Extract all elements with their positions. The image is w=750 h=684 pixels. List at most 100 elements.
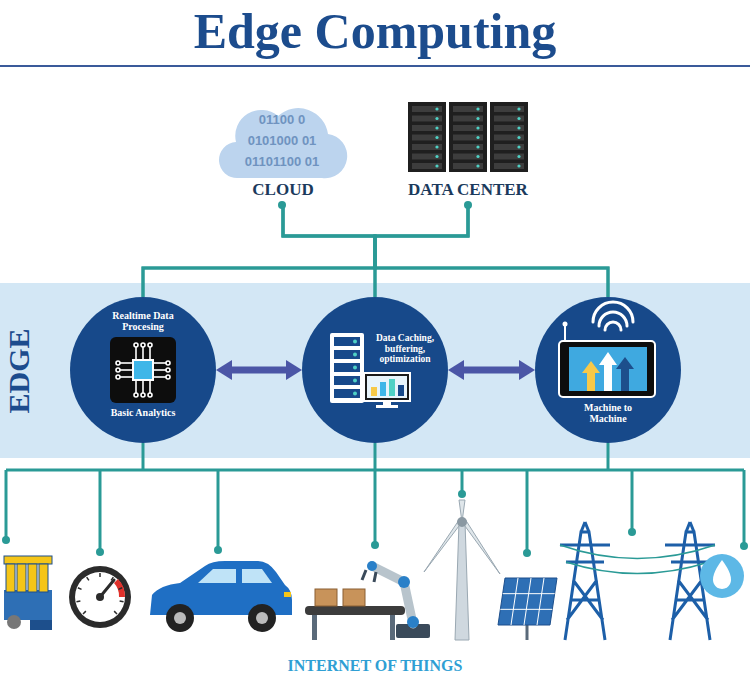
data-center-node-shape-part xyxy=(435,136,438,139)
car-icon-part xyxy=(150,561,292,615)
iot-wire-part xyxy=(743,470,746,546)
data-center-node-shape xyxy=(393,100,543,176)
data-center-node-shape-part xyxy=(412,116,442,122)
edge-circle-shape-part xyxy=(334,389,360,398)
data-center-node-shape-part xyxy=(435,126,438,129)
edge-circle-shape-part-part xyxy=(116,361,120,365)
power-pylon-icon xyxy=(560,522,715,640)
data-center-node-shape-part xyxy=(435,107,438,110)
water-icon xyxy=(700,554,744,598)
wind-turbine-icon-part xyxy=(455,522,469,640)
solar-panel-icon-part-part xyxy=(511,578,518,625)
data-center-node-shape-part xyxy=(408,102,446,172)
wind-turbine-icon-part xyxy=(462,519,500,574)
gauge-icon-part-part xyxy=(120,600,124,602)
edge-circle-shape-part xyxy=(569,347,647,391)
data-center-node-shape-part xyxy=(435,145,438,148)
data-center-node-shape-part xyxy=(494,135,524,141)
node-label: CLOUD xyxy=(218,180,348,199)
data-center-node-shape-part xyxy=(517,107,520,110)
edge-circle-shape-part xyxy=(398,385,404,396)
edge-circle-shape-part xyxy=(593,302,633,330)
car-icon-part xyxy=(256,612,268,624)
data-center-node-shape-part xyxy=(476,155,479,158)
data-center-node-shape-part xyxy=(435,164,438,167)
engine-icon-part xyxy=(39,564,48,592)
edge-circle-shape-part xyxy=(563,322,568,327)
edge-circle-shape-part-part xyxy=(153,376,166,378)
edge-circle-shape-part-part xyxy=(141,343,145,347)
edge-circle-shape-part-part xyxy=(153,362,166,364)
edge-circle-shape-part xyxy=(559,341,655,397)
data-center-node-shape-part xyxy=(494,116,524,122)
data-center-node-shape-part xyxy=(412,125,442,131)
edge-band-ground xyxy=(0,283,750,458)
edge-circle-shape-part xyxy=(383,401,391,405)
wind-turbine-icon xyxy=(424,500,500,640)
robot-arm-icon-part xyxy=(343,589,365,606)
iot-wire-part xyxy=(217,470,220,550)
edge-band: Realtime Data ProcesingBasic AnalyticsDa… xyxy=(0,283,750,458)
car-icon xyxy=(150,561,292,632)
edge-circle-shape-part xyxy=(389,379,395,396)
data-center-node-shape-part xyxy=(517,145,520,148)
solar-panel-icon xyxy=(498,578,557,640)
edge-circle-shape-part-part xyxy=(120,362,133,364)
water-icon-part xyxy=(713,560,731,589)
iot-wire-part xyxy=(5,470,8,540)
edge-circle-shape-part-part xyxy=(153,369,166,371)
edge-circle-shape-part-part xyxy=(134,343,138,347)
wind-turbine-icon-part xyxy=(424,520,462,572)
data-center-node-shape-part xyxy=(476,107,479,110)
edge-circle-shape-part xyxy=(334,350,360,359)
edge-circle-shape-part xyxy=(353,340,357,344)
robot-arm-icon-part xyxy=(367,561,377,571)
solar-panel-icon-part-part xyxy=(500,609,552,610)
tree-connector xyxy=(143,203,375,297)
edge-circle-shape-part-part xyxy=(134,393,138,397)
edge-circle-shape-part-part xyxy=(149,347,151,360)
edge-circle-shape-part-part xyxy=(120,376,133,378)
car-icon-part xyxy=(284,592,291,597)
data-center-node-shape-part xyxy=(412,163,442,169)
robot-arm-icon-part xyxy=(398,576,410,588)
edge-circle-shape-part-part xyxy=(120,369,133,371)
iot-wire-part xyxy=(142,443,145,470)
edge-circle-shape-part xyxy=(353,366,357,370)
data-center-node-shape-part xyxy=(412,144,442,150)
junction-dot xyxy=(278,201,472,209)
edge-circle-shape-part xyxy=(564,325,566,341)
power-pylon-icon-part xyxy=(560,522,610,640)
data-center-node-shape-part xyxy=(412,106,442,112)
gauge-icon-part xyxy=(69,566,131,628)
gauge-icon-part-part xyxy=(83,611,86,614)
data-center-node-shape-part xyxy=(453,106,483,112)
data-center-node-shape-part xyxy=(494,106,524,112)
robot-arm-icon-part xyxy=(362,570,376,582)
data-center-node-shape-part xyxy=(494,144,524,150)
edge-circle-shape-part-part xyxy=(166,368,170,372)
node-label: Realtime Data Procesing xyxy=(101,310,185,332)
band-title: EDGE xyxy=(2,328,36,413)
iot-wire-part xyxy=(374,470,377,545)
engine-icon-part xyxy=(7,615,21,629)
diagram-title: Edge Computing xyxy=(0,2,750,60)
edge-circle-shape-part-part xyxy=(135,380,137,393)
engine-icon-part xyxy=(6,564,15,592)
tree-connector xyxy=(283,203,608,297)
car-icon-part xyxy=(198,569,236,583)
iot-wire-dot-part xyxy=(740,542,748,550)
edge-circle-shape-part-part xyxy=(599,312,627,326)
data-center-node-shape-part xyxy=(476,126,479,129)
iot-wire-dot-part xyxy=(458,490,466,498)
engine-icon-part xyxy=(4,556,52,564)
robot-arm-icon-part xyxy=(407,616,419,628)
robot-arm-icon-part xyxy=(305,606,405,615)
iot-wire-part xyxy=(526,470,529,553)
edge-circle-shape-part xyxy=(371,387,377,396)
edge-circle-shape-part-part xyxy=(116,368,120,372)
node-label: DATA CENTER xyxy=(393,180,543,199)
gauge-icon-part-part xyxy=(87,577,89,580)
data-center-node-shape-part xyxy=(453,135,483,141)
